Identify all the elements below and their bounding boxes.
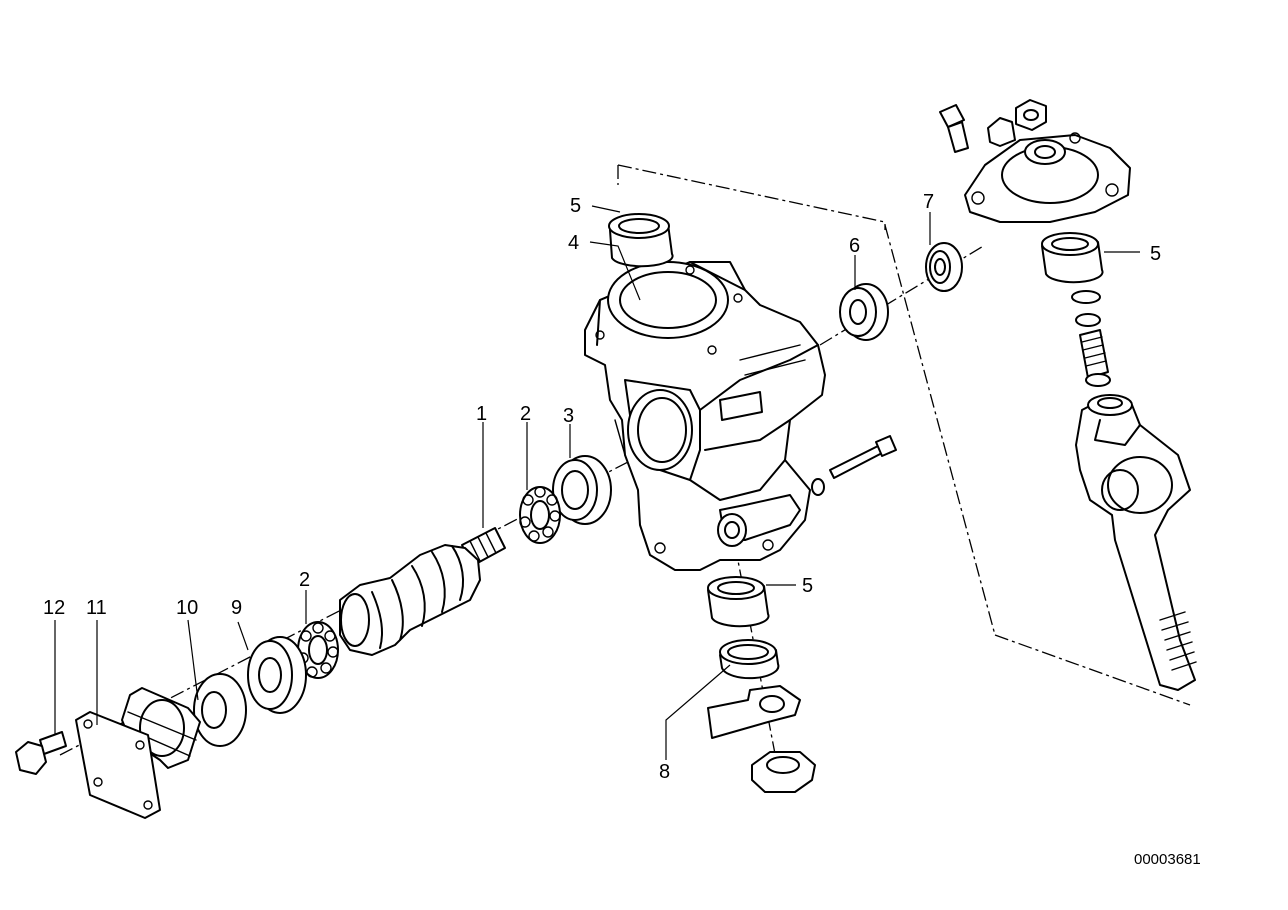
adjusting-bolt bbox=[811, 435, 897, 496]
worm-shaft bbox=[339, 527, 506, 656]
cover-nut bbox=[1015, 99, 1047, 131]
top-cover bbox=[964, 132, 1131, 223]
label-9: 9 bbox=[231, 597, 242, 619]
label-5-right: 5 bbox=[1150, 243, 1161, 265]
needle-bearing-top bbox=[608, 213, 674, 268]
label-4: 4 bbox=[568, 232, 579, 254]
label-2-upper: 2 bbox=[520, 403, 531, 425]
seal-ring-8 bbox=[719, 639, 780, 680]
leader-4 bbox=[589, 241, 641, 301]
label-5-bottom: 5 bbox=[802, 575, 813, 597]
ball-cage-upper bbox=[519, 486, 561, 544]
label-1: 1 bbox=[476, 403, 487, 425]
label-11: 11 bbox=[86, 597, 107, 619]
cover-bolt bbox=[939, 104, 969, 153]
label-5-top: 5 bbox=[570, 195, 581, 217]
leader-9 bbox=[237, 621, 249, 651]
ball-cage-lower bbox=[297, 621, 339, 679]
cover-plug bbox=[987, 117, 1016, 147]
label-7: 7 bbox=[923, 191, 934, 213]
sector-shaft bbox=[1075, 394, 1197, 691]
leader-8 bbox=[665, 664, 731, 760]
shim-10 bbox=[193, 673, 247, 747]
label-2-lower: 2 bbox=[299, 569, 310, 591]
bottom-nut bbox=[751, 751, 816, 793]
leader-10 bbox=[187, 619, 199, 701]
bearing-race-9 bbox=[247, 636, 307, 714]
label-10: 10 bbox=[176, 597, 198, 619]
assembly-frame-line-bottom bbox=[994, 634, 1191, 706]
leader-5a bbox=[591, 205, 621, 213]
lock-plate bbox=[707, 685, 801, 739]
needle-bearing-bottom bbox=[707, 576, 770, 628]
label-12: 12 bbox=[43, 597, 65, 619]
label-8: 8 bbox=[659, 761, 670, 783]
label-3: 3 bbox=[563, 405, 574, 427]
steering-gear-housing bbox=[584, 261, 826, 571]
diagram-code: 00003681 bbox=[1134, 851, 1201, 868]
needle-bearing-right bbox=[1041, 232, 1104, 284]
assembly-frame-line-right bbox=[884, 224, 996, 636]
end-cover-plate bbox=[75, 711, 161, 819]
bolt-12 bbox=[15, 731, 67, 775]
label-6: 6 bbox=[849, 235, 860, 257]
bearing-race-3 bbox=[552, 455, 612, 525]
seal-7 bbox=[925, 242, 963, 292]
bearing-6 bbox=[839, 283, 889, 341]
spring-stack bbox=[1071, 290, 1111, 387]
